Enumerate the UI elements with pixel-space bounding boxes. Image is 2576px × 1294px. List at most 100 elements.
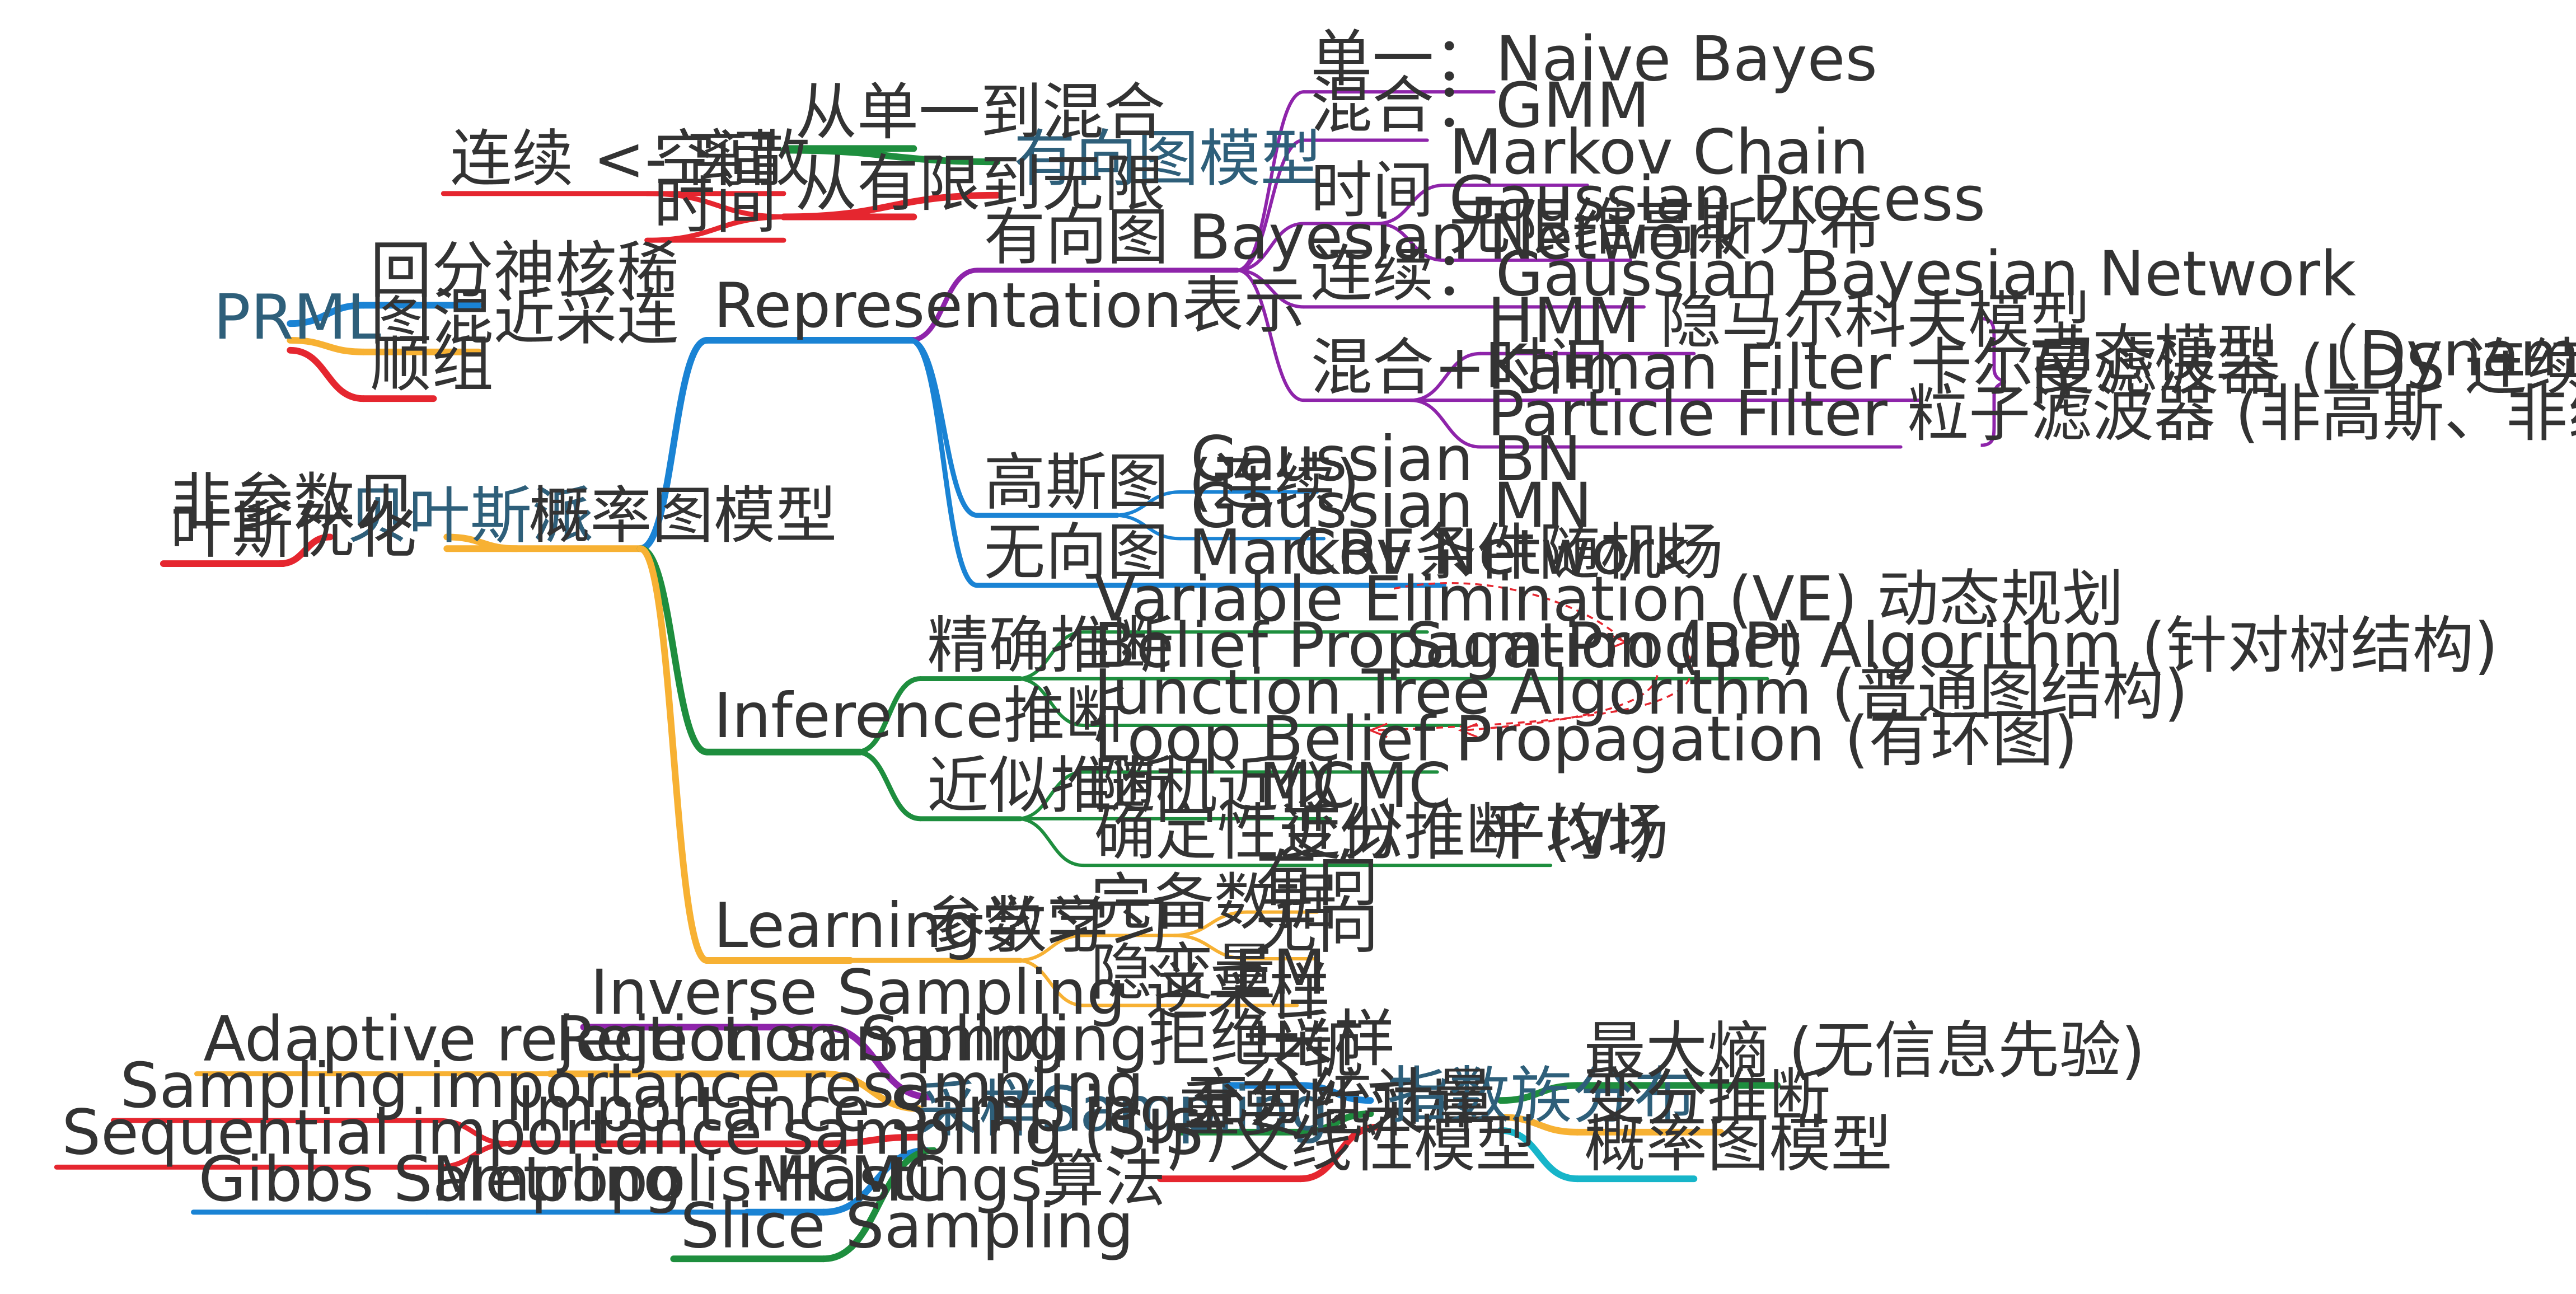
node-label[interactable]: 近似推断	[927, 750, 1174, 822]
dynamic-model-summary[interactable]: 动态模型 （Dynamic Model <=> State Space Mode…	[2031, 318, 2576, 418]
node-label[interactable]: Representation表示	[714, 270, 1305, 341]
connector-curve	[1015, 630, 1086, 681]
root-prml[interactable]: PRML	[213, 282, 381, 353]
node-label[interactable]: 混合：GMM	[1310, 70, 1650, 142]
connector-curve	[1235, 138, 1306, 272]
arrowhead	[1607, 632, 1628, 650]
node-label[interactable]: Variable Elimination (VE) 动态规划	[1094, 563, 2124, 635]
connector-curve	[277, 533, 334, 568]
connector-curve	[907, 337, 980, 588]
connector-curve	[854, 749, 923, 822]
node-label[interactable]: Slice Sampling	[680, 1190, 1134, 1262]
connector-curve	[1235, 268, 1306, 309]
label-line: 无限维高斯分布	[1449, 191, 1880, 263]
node-label[interactable]: 顺组	[370, 328, 493, 400]
node-label[interactable]: Metropolis-Hastings算法	[432, 1143, 1165, 1215]
root-sampling[interactable]: 采样Sampling	[917, 1073, 1329, 1145]
node-label[interactable]: Adaptive rejection sampling	[203, 1004, 1066, 1075]
node-label[interactable]: Gaussian MN	[1191, 470, 1593, 542]
node-label[interactable]: 隐变量	[1090, 937, 1276, 1009]
connector-curve	[907, 337, 980, 518]
node-label[interactable]: 充分统计量	[1187, 1062, 1496, 1133]
node-label[interactable]: Junction Tree Algorithm (普通图结构)	[1090, 657, 2188, 728]
node-label[interactable]: 确定性近似	[1094, 796, 1402, 868]
node-label[interactable]: 从有限到无限	[795, 148, 1165, 220]
root-bayesian-school[interactable]: 贝叶斯派	[347, 480, 594, 551]
node-label[interactable]: 变分推断 (VI)	[1281, 796, 1656, 868]
node-label[interactable]: MCMC	[753, 1143, 946, 1215]
node-label[interactable]: EM	[1234, 937, 1326, 1009]
node-label[interactable]: CRF条件随机场	[1294, 517, 1723, 588]
node-label[interactable]: 连续 <- 离散	[450, 123, 810, 195]
node-label[interactable]: 参数学习	[924, 890, 1170, 962]
node-label[interactable]: 概率图模型	[528, 480, 837, 551]
node-label[interactable]: Particle Filter 粒子滤波器 (非高斯、非线性)	[1487, 378, 2576, 450]
node-label[interactable]: 图混近采连	[370, 282, 678, 353]
node-label[interactable]: 高斯图 (连续)	[983, 447, 1360, 518]
node-label[interactable]: Inference推断	[714, 680, 1127, 752]
node-label[interactable]: 有向图 Bayesian Network	[983, 201, 1746, 273]
connector-curve	[1235, 268, 1306, 402]
node-label[interactable]: Learning学习	[714, 890, 1105, 962]
root-directed-graph-model[interactable]: 有向图模型	[1014, 123, 1322, 195]
node-label[interactable]: 无向图 Markov Network	[983, 517, 1689, 588]
node-label[interactable]: Sum-Product Algorithm (针对树结构)	[1406, 610, 2498, 682]
connector-curve	[1015, 770, 1086, 821]
node-label[interactable]: Belief Propagation (BP)	[1094, 610, 1805, 682]
node-label[interactable]: 广义线性模型	[1167, 1108, 1537, 1180]
connector-curve	[1015, 817, 1086, 868]
edge-layer	[54, 90, 2007, 1263]
node-label[interactable]: 时间	[1310, 155, 1434, 227]
node-label[interactable]: MCMC	[1259, 750, 1451, 822]
connector-curve	[1297, 1110, 1374, 1136]
node-label[interactable]: 混合+时间	[1310, 331, 1609, 403]
node-label[interactable]: Gibbs Sampling	[198, 1143, 682, 1215]
node-label[interactable]: Loop Belief Propagation (有环图)	[1094, 704, 2078, 775]
label-line: 非参数贝	[170, 467, 417, 538]
connector-curve	[1297, 1082, 1374, 1104]
node-label[interactable]: 变分推断	[1584, 1062, 1831, 1133]
node-label[interactable]: 从单一到混合	[795, 77, 1165, 148]
node-label[interactable]: 单一：Naive Bayes	[1310, 23, 1877, 95]
node-label[interactable]: 时间	[654, 170, 777, 241]
connector-curve	[1497, 1082, 1581, 1104]
node-label[interactable]: HMM 隐马尔科夫模型	[1487, 285, 2091, 357]
connector-curve	[636, 336, 710, 552]
node-label[interactable]: 精确推断	[927, 610, 1174, 682]
node-label[interactable]: Markov Chain	[1449, 116, 1868, 188]
node-label[interactable]: Importance Sampling重要性采样	[517, 1073, 1487, 1145]
node-label[interactable]: 最大熵 (无信息先验)	[1584, 1015, 2146, 1087]
connector-curve	[820, 1147, 931, 1216]
node-label[interactable]: Sequential importance sampling (SIS)	[62, 1097, 1228, 1169]
node-label[interactable]: Inverse Sampling 逆采样	[590, 957, 1330, 1028]
connector-curve	[820, 1147, 937, 1263]
connector-curve	[907, 268, 980, 343]
connector-curve	[1408, 398, 1483, 449]
node-label[interactable]: 有向	[1256, 843, 1379, 915]
node-label[interactable]: 连续：Gaussian Bayesian Network	[1310, 238, 2356, 310]
connector-curve	[287, 302, 367, 327]
node-label[interactable]: Gaussian BN	[1191, 423, 1582, 495]
node-label[interactable]: Rejection Sampling拒绝采样	[555, 1004, 1395, 1075]
node-label[interactable]: 随机近似	[1094, 750, 1341, 822]
connector-curve	[1112, 513, 1182, 541]
node-label[interactable]: 概率图模型	[1584, 1108, 1893, 1180]
node-label[interactable]: 完备数据	[1090, 866, 1337, 938]
node-label[interactable]: Sampling importance resampling	[120, 1050, 1144, 1122]
connector-curve	[1408, 351, 1483, 402]
root-exponential-family[interactable]: 指数族分布	[1387, 1060, 1696, 1132]
node-label[interactable]: 无向	[1256, 890, 1379, 962]
node-label[interactable]: 回分神核稀	[370, 235, 678, 307]
connector-curve	[1015, 934, 1086, 962]
connector-curve	[636, 545, 710, 964]
node-label[interactable]: 空间	[654, 123, 777, 195]
node-label[interactable]: 平均场	[1484, 796, 1669, 868]
node-label[interactable]: 非参数贝叶斯优化	[170, 467, 417, 567]
node-label[interactable]: Gaussian Process无限维高斯分布	[1449, 163, 1985, 263]
node-label[interactable]: Kalman Filter 卡尔曼滤波器 (LDS 连续、线性)	[1487, 331, 2576, 403]
node-label[interactable]: 共轭	[1240, 1015, 1364, 1087]
connector-curve	[820, 1133, 921, 1147]
